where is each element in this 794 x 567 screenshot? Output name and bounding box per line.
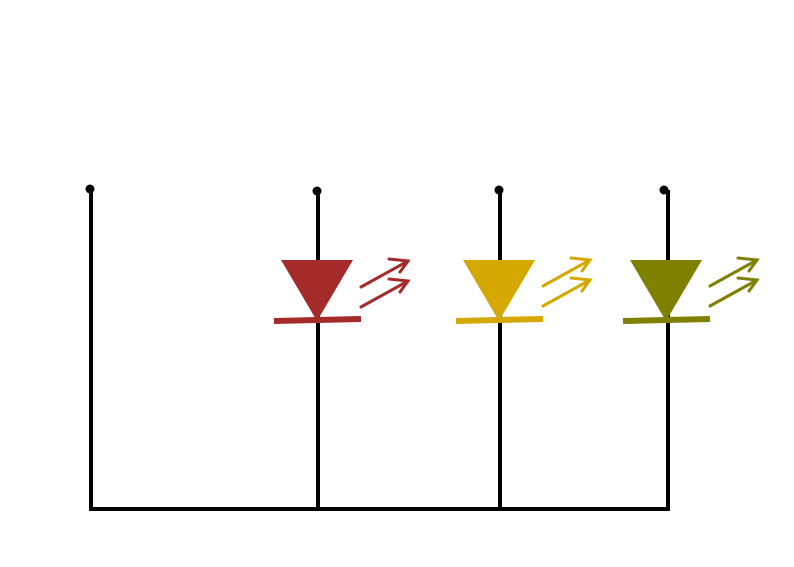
led-cathode-bar bbox=[273, 316, 362, 324]
led-yellow bbox=[455, 256, 593, 324]
led-green bbox=[622, 256, 760, 324]
terminal-dot bbox=[494, 185, 504, 195]
led-cathode-bar bbox=[622, 316, 711, 324]
light-emission-arrows-icon bbox=[708, 256, 760, 308]
bottom-bus-wire bbox=[89, 190, 670, 511]
light-emission-arrows-icon bbox=[359, 257, 411, 309]
led-red bbox=[273, 257, 411, 324]
led-triangle bbox=[630, 260, 702, 321]
led-cathode-bar bbox=[455, 316, 544, 324]
led-triangle bbox=[463, 260, 535, 321]
led-triangle bbox=[281, 260, 353, 321]
terminal-dot bbox=[659, 185, 669, 195]
light-emission-arrows-icon bbox=[541, 256, 593, 308]
terminal-dot bbox=[312, 186, 322, 196]
terminal-dot bbox=[85, 184, 95, 194]
